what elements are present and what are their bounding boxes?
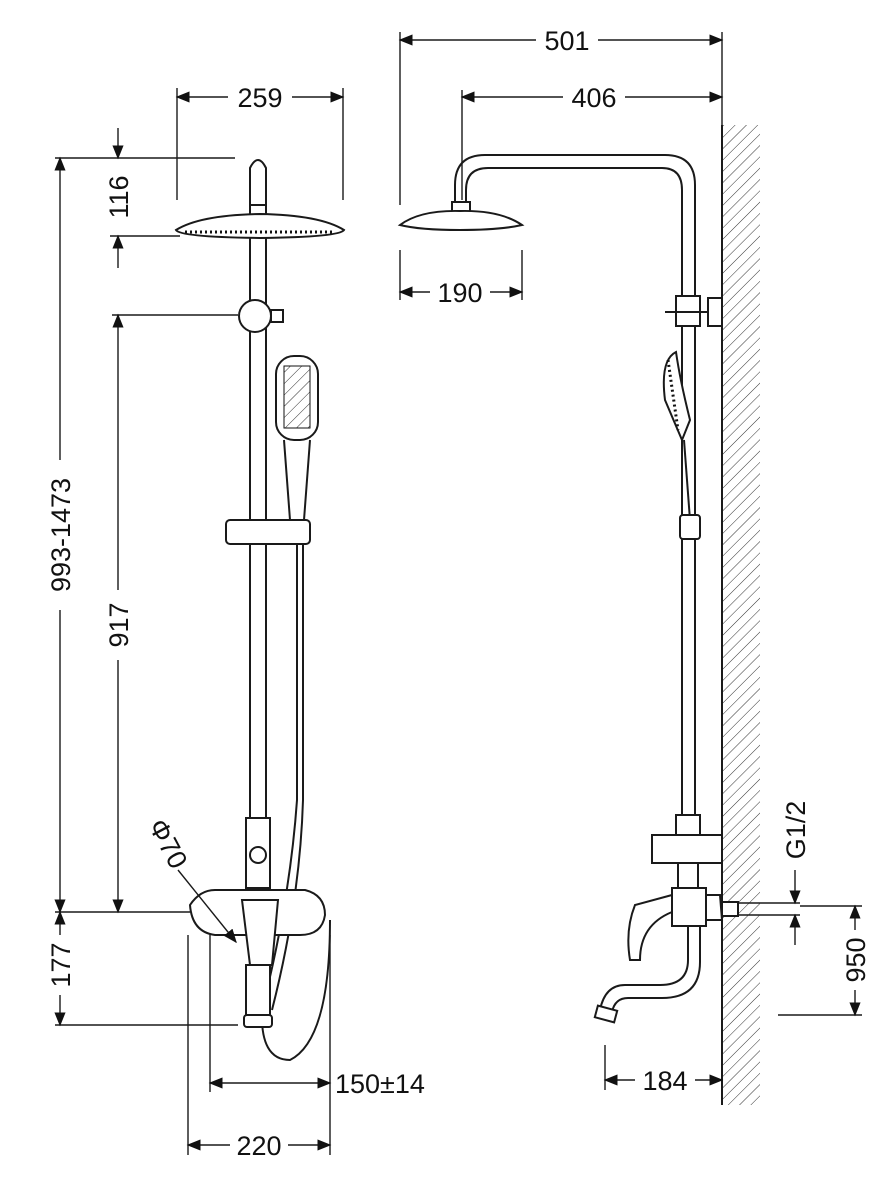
front-hand-shower-holder [225,519,311,545]
dim-total-height: 993-1473 [46,478,76,592]
dim-arm-reach: 406 [571,83,616,113]
dim-inlet-spacing: 150±14 [335,1069,425,1099]
side-shower-head [397,209,525,232]
side-dimensions: 501 406 190 G1/2 950 184 [398,25,871,1096]
front-mixer-lever [240,899,280,966]
dim-overall-depth: 501 [544,26,589,56]
dim-head-diameter: 190 [437,278,482,308]
dim-bar-height: 917 [104,602,134,647]
front-hose [260,544,331,1062]
side-spout [599,926,689,1011]
dim-spout-projection: 184 [642,1066,687,1096]
dim-head-height: 116 [104,175,134,218]
wall [722,125,760,1105]
front-view [174,159,346,1062]
dim-inlet-height: 950 [841,937,871,982]
side-diverter [651,834,723,864]
front-arm [249,159,267,205]
side-mixer-lever [627,893,673,961]
dim-thread: G1/2 [781,801,811,860]
front-shower-head [174,212,346,240]
front-pole-bracket [238,299,272,333]
side-mixer-body [671,887,707,927]
dim-mixer-to-spout: 177 [46,942,76,987]
dim-handle-diameter: Φ70 [143,814,194,874]
side-view [397,125,760,1105]
front-dimensions: 259 116 993-1473 917 177 Φ70 150±14 [45,82,425,1161]
side-arm [454,154,696,300]
side-hand-shower-holder [679,514,701,540]
dim-head-width: 259 [237,83,282,113]
dim-mixer-width: 220 [236,1131,281,1161]
